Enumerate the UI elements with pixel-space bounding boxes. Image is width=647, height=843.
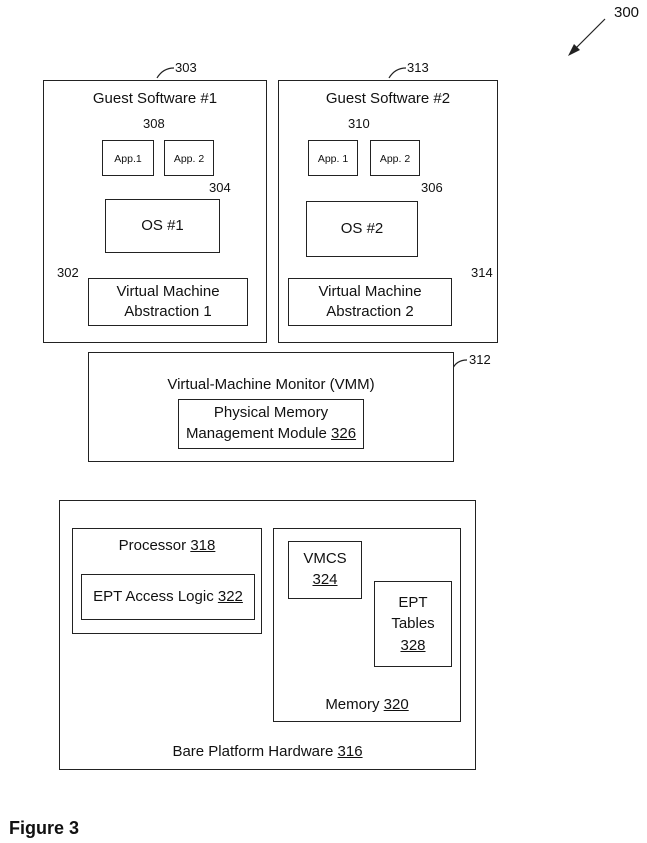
ept-access-logic-box: EPT Access Logic 322 [81,574,255,620]
ref-310: 310 [348,116,370,131]
ref-303-leader [156,67,175,79]
ref-312: 312 [469,352,491,367]
ref-312-leader [451,359,468,371]
vmcs-box: VMCS 324 [288,541,362,599]
memory-ref-320: 320 [383,696,409,713]
app-1-box-guest2: App. 1 [308,140,358,176]
vma-2-box: Virtual Machine Abstraction 2 [288,278,452,326]
processor-label: Processor 318 [118,537,216,554]
hardware-label: Bare Platform Hardware 316 [172,743,363,760]
ref-308: 308 [143,116,165,131]
vma-1-line2: Abstraction 1 [124,303,212,320]
ept-tables-line1: EPT [398,594,428,611]
ref-314: 314 [471,265,493,280]
memory-label: Memory 320 [325,696,409,713]
ref-313-leader [388,67,407,79]
ref-302: 302 [57,265,79,280]
ref-304: 304 [209,180,231,195]
app-2-box-guest2: App. 2 [370,140,420,176]
ref-300-arrow-line [571,18,606,53]
vmcs-ref-324: 324 [312,571,338,588]
app-2-label-guest1: App. 2 [173,153,205,165]
vmcs-label: VMCS [303,550,347,567]
ref-306: 306 [421,180,443,195]
vma-1-line1: Virtual Machine [116,283,220,300]
guest-software-1-title: Guest Software #1 [92,90,218,107]
os-1-box: OS #1 [105,199,220,253]
os-2-label: OS #2 [340,220,384,237]
vma-1-box: Virtual Machine Abstraction 1 [88,278,248,326]
pmm-line2: Management Module 326 [185,425,357,442]
ept-access-logic-ref-322: 322 [217,588,243,605]
ept-tables-box: EPT Tables 328 [374,581,452,667]
ref-313: 313 [407,60,429,75]
ref-300-arrowhead [568,44,580,56]
app-1-box-guest1: App.1 [102,140,154,176]
pmm-box: Physical Memory Management Module 326 [178,399,364,449]
vma-2-line1: Virtual Machine [318,283,422,300]
ref-303: 303 [175,60,197,75]
ept-tables-ref-328: 328 [400,637,426,654]
os-1-label: OS #1 [141,217,184,234]
ept-access-logic-label: EPT Access Logic 322 [93,588,243,605]
vma-2-line2: Abstraction 2 [326,303,414,320]
ref-300: 300 [614,4,640,21]
app-2-label-guest2: App. 2 [379,153,411,165]
pmm-line1: Physical Memory [213,404,329,421]
pmm-ref-326: 326 [331,425,357,442]
app-1-label-guest1: App.1 [114,153,142,165]
app-2-box-guest1: App. 2 [164,140,214,176]
guest-software-2-title: Guest Software #2 [325,90,451,107]
os-2-box: OS #2 [306,201,418,257]
figure-label: Figure 3 [9,818,80,838]
processor-ref-318: 318 [190,537,216,554]
ept-tables-line2: Tables [391,615,435,632]
hardware-ref-316: 316 [337,743,363,760]
app-1-label-guest2: App. 1 [317,153,349,165]
vmm-title: Virtual-Machine Monitor (VMM) [167,376,375,393]
